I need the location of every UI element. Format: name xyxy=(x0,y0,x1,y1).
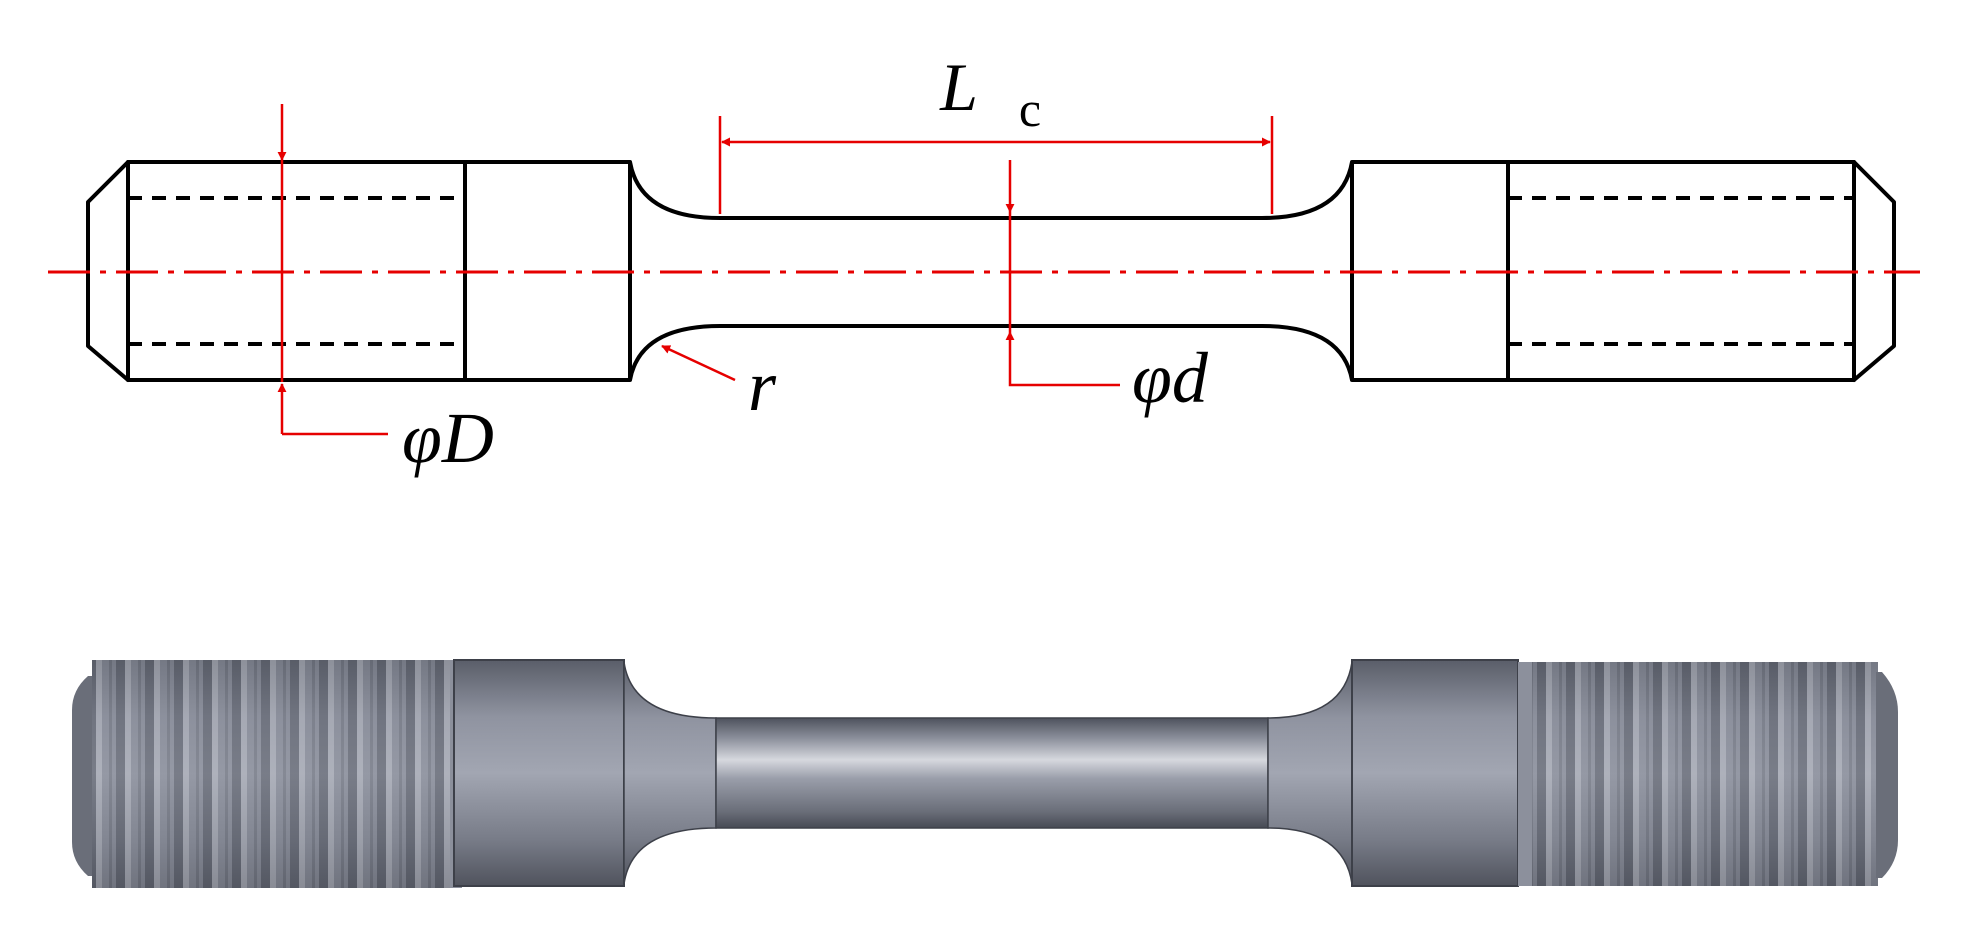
left-grip-collar xyxy=(453,659,625,887)
grip-diameter-label: φD xyxy=(402,398,494,478)
gauge-length-label: L xyxy=(939,49,978,125)
hidden-thread-lines xyxy=(128,196,1854,346)
gauge-diameter-label: φd xyxy=(1132,338,1209,418)
left-fillet xyxy=(623,661,717,885)
radius-leader xyxy=(661,344,736,382)
right-grip-collar xyxy=(1351,659,1519,887)
left-threaded-end xyxy=(72,660,462,888)
right-fillet xyxy=(1267,661,1353,885)
gauge-top-edge xyxy=(628,161,1354,220)
rendered-specimen xyxy=(72,659,1898,888)
grip-diameter-dimension xyxy=(277,104,388,436)
gauge-bar xyxy=(715,717,1269,829)
gauge-length-subscript: c xyxy=(1019,81,1041,137)
technical-drawing: L c φd φD r xyxy=(48,49,1920,478)
gauge-diameter-dimension xyxy=(1005,160,1120,387)
gauge-bottom-edge xyxy=(628,324,1354,381)
right-chamfer xyxy=(1852,160,1896,382)
radius-label: r xyxy=(748,346,777,426)
gauge-length-dimension xyxy=(718,116,1274,214)
right-threaded-end xyxy=(1518,662,1898,886)
